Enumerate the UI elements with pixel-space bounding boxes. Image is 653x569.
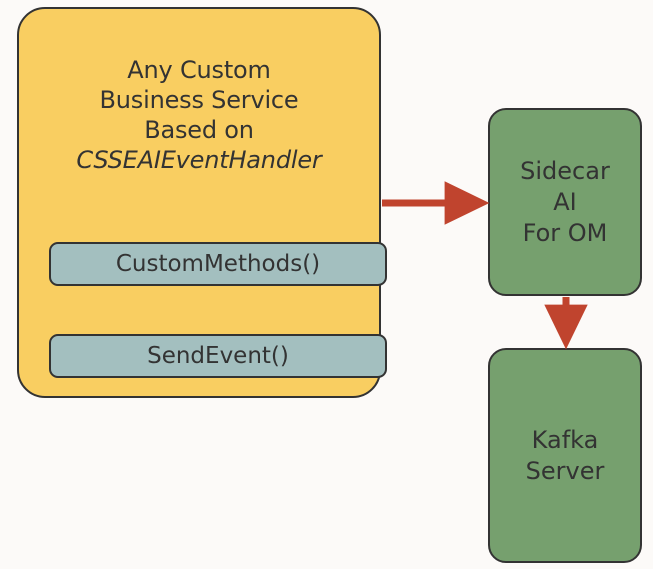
method-box-custom-methods[interactable]: CustomMethods() (49, 242, 387, 286)
sidecar-ai-for-om-node[interactable]: Sidecar AI For OM (488, 108, 642, 296)
kafka-line-1: Kafka (531, 425, 599, 454)
service-title: Any Custom Business Service Based on CSS… (19, 55, 379, 175)
kafka-line-2: Server (525, 456, 605, 485)
service-title-line-3: Based on (144, 116, 254, 144)
service-handler-name: CSSEAIEventHandler (76, 146, 322, 174)
sidecar-line-1: Sidecar (520, 156, 610, 185)
custom-business-service-node[interactable]: Any Custom Business Service Based on CSS… (17, 7, 387, 398)
method-label: CustomMethods() (115, 251, 321, 277)
kafka-server-node[interactable]: Kafka Server (488, 348, 642, 563)
method-label: SendEvent() (147, 343, 289, 369)
service-title-line-1: Any Custom (127, 56, 271, 84)
sidecar-line-3: For OM (522, 218, 608, 247)
service-title-line-2: Business Service (99, 86, 299, 114)
sidecar-line-2: AI (553, 187, 577, 216)
method-box-send-event[interactable]: SendEvent() (49, 334, 387, 378)
